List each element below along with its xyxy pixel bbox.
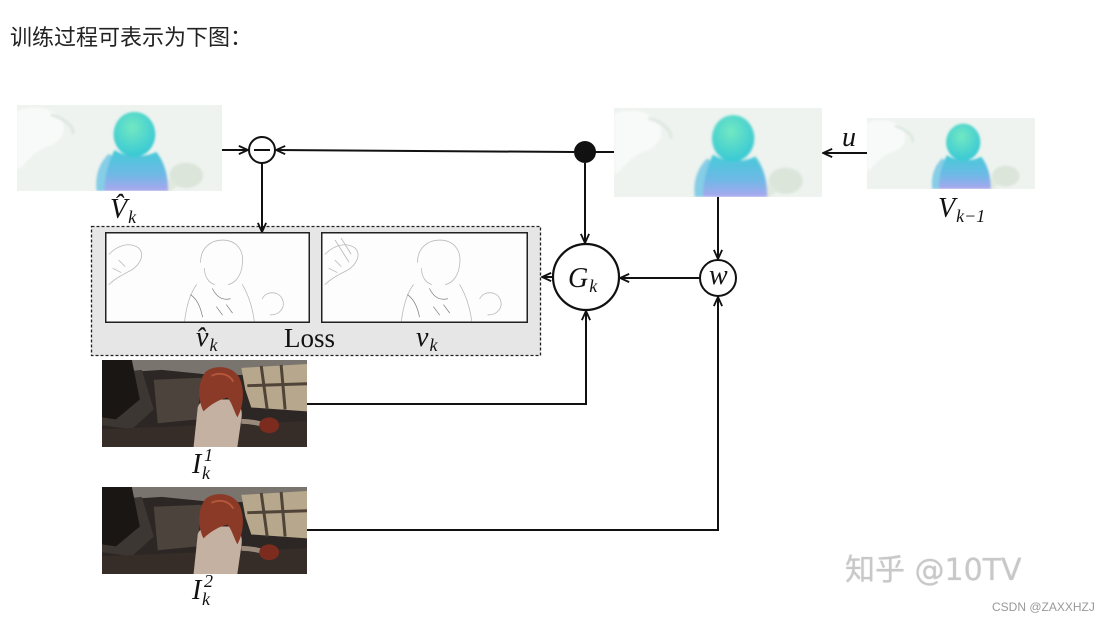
- edge-map-v-k: [321, 232, 528, 323]
- zhihu-watermark: 知乎 @10TV: [845, 553, 1022, 588]
- edge-map-content: [105, 232, 310, 323]
- i-k-1-base: I: [192, 449, 202, 480]
- loss-label: Loss: [284, 323, 336, 353]
- gk-node: [551, 242, 621, 312]
- i-k-1-superscript: 1: [204, 445, 213, 465]
- frame-image-content: [102, 360, 307, 447]
- gk-base: G: [568, 263, 589, 294]
- i-k-2-label: I 2 k: [192, 572, 213, 608]
- w-label: w: [709, 260, 728, 291]
- edge-map-content: [321, 232, 528, 323]
- v-k-minus-1-subscript: k−1: [956, 206, 986, 226]
- edge-v-k-label: vk: [416, 322, 438, 355]
- v-hat-k-subscript: k: [128, 207, 137, 227]
- v-k-minus-1-base: V: [938, 193, 956, 224]
- v-hat-k-label: V̂k: [110, 194, 137, 227]
- flow-image-content: [17, 105, 222, 191]
- flow-image-content: [867, 118, 1035, 189]
- w-node: [699, 259, 737, 297]
- flow-image-v-hat-k: [17, 105, 222, 191]
- edge-v-hat-k-base: v̂: [196, 322, 209, 353]
- v-k-minus-1-label: Vk−1: [938, 193, 986, 226]
- flow-image-v-k-minus-1: [867, 118, 1035, 189]
- edge-map-extra-strokes: [334, 237, 352, 263]
- edge-map-v-hat-k: [105, 232, 310, 323]
- arrow-frame2-to-w: [307, 297, 718, 531]
- i-k-2-subscript: k: [202, 589, 210, 609]
- arrow-junction-to-subtract: [276, 150, 575, 152]
- flow-image-estimate: [614, 108, 822, 197]
- csdn-credit: CSDN @ZAXXHZJ: [992, 600, 1095, 614]
- gk-label: Gk: [568, 263, 598, 296]
- i-k-2-base: I: [192, 575, 202, 606]
- i-k-2-superscript: 2: [204, 571, 213, 591]
- flow-image-content: [614, 108, 822, 197]
- v-hat-k-base: V̂: [110, 194, 128, 225]
- frame-image-i-k-2: [102, 487, 307, 574]
- i-k-1-label: I 1 k: [192, 446, 213, 482]
- i-k-1-subscript: k: [202, 463, 210, 483]
- arrow-frame1-to-gk: [307, 311, 586, 405]
- gk-subscript: k: [589, 276, 598, 296]
- junction-node: [574, 141, 596, 163]
- edge-v-hat-k-label: v̂k: [196, 322, 218, 355]
- frame-image-i-k-1: [102, 360, 307, 447]
- frame-image-content: [102, 487, 307, 574]
- edge-v-hat-k-subscript: k: [209, 335, 218, 355]
- edge-v-k-subscript: k: [429, 335, 438, 355]
- figure-caption: 训练过程可表示为下图：: [10, 26, 253, 51]
- u-label: u: [842, 122, 856, 153]
- edge-v-k-base: v: [416, 322, 429, 353]
